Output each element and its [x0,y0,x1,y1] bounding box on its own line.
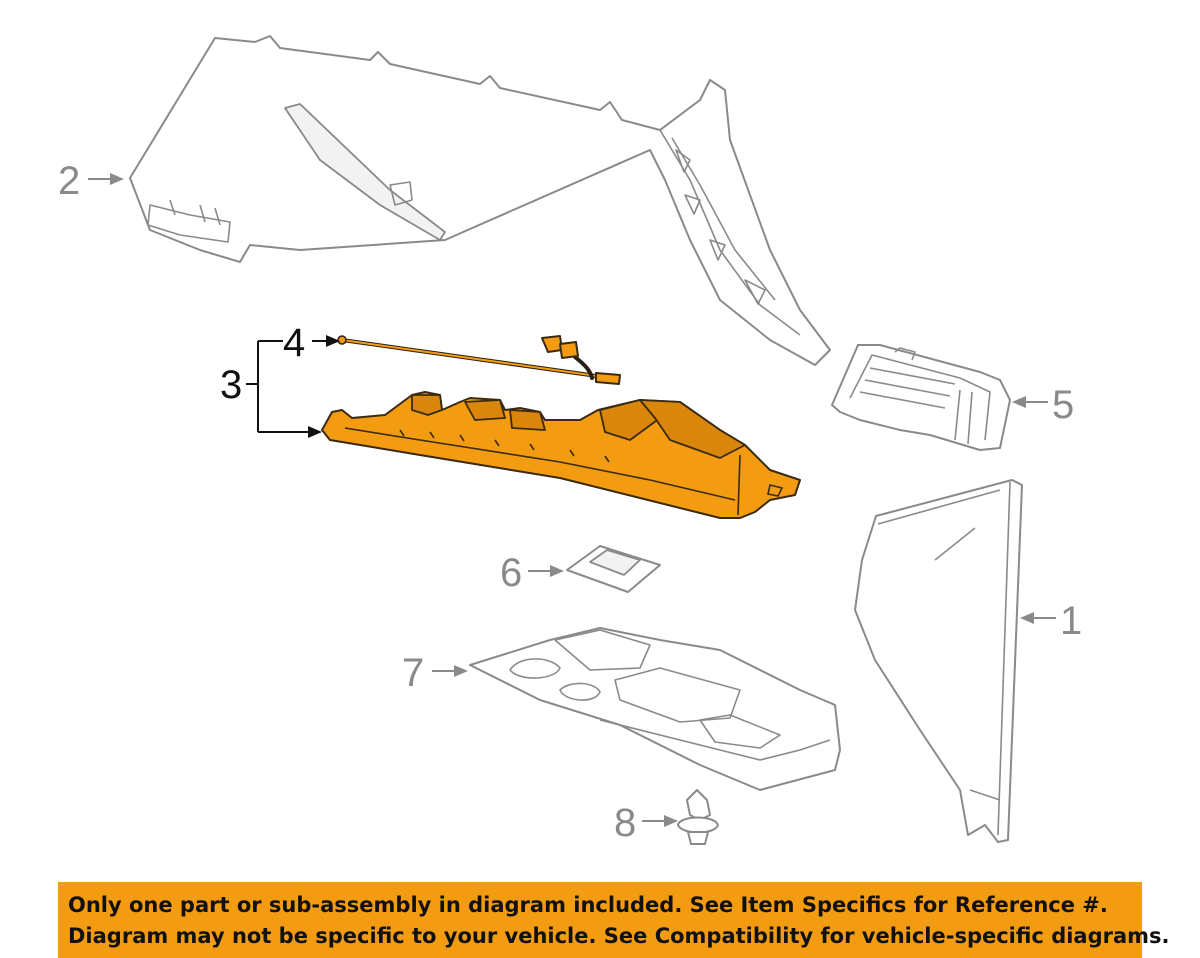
disclaimer-line-1: Only one part or sub-assembly in diagram… [68,893,1108,917]
part-4-wire-harness [337,335,621,385]
callout-1-label: 1 [1060,599,1082,643]
callout-8-label: 8 [614,801,636,845]
callout-4: 4 [283,321,340,365]
disclaimer-banner: Only one part or sub-assembly in diagram… [58,882,1170,958]
callout-2-label: 2 [58,159,80,203]
part-2-upper-trim-panel [129,35,831,366]
callout-6: 6 [500,551,564,595]
part-1-side-panel [854,479,1023,843]
callout-6-label: 6 [500,551,522,595]
part-7-insulator-mat [469,627,841,791]
callout-7-label: 7 [402,651,424,695]
callout-2: 2 [58,159,124,203]
callout-4-label: 4 [283,321,305,365]
callout-3: 3 [220,340,322,438]
part-8-push-pin-clip [677,789,719,845]
parts-diagram: 2 4 3 5 6 1 7 8 [58,35,1082,845]
part-5-vent-bezel [831,344,1011,451]
part-3-highlighted-assembly [321,391,801,519]
callout-5-label: 5 [1052,383,1074,427]
callout-7: 7 [402,651,468,695]
callout-3-label: 3 [220,363,242,407]
disclaimer-line-2: Diagram may not be specific to your vehi… [68,924,1170,948]
part-6-pad [566,545,661,593]
callout-5: 5 [1012,383,1074,427]
callout-1: 1 [1020,599,1082,643]
callout-8: 8 [614,801,678,845]
